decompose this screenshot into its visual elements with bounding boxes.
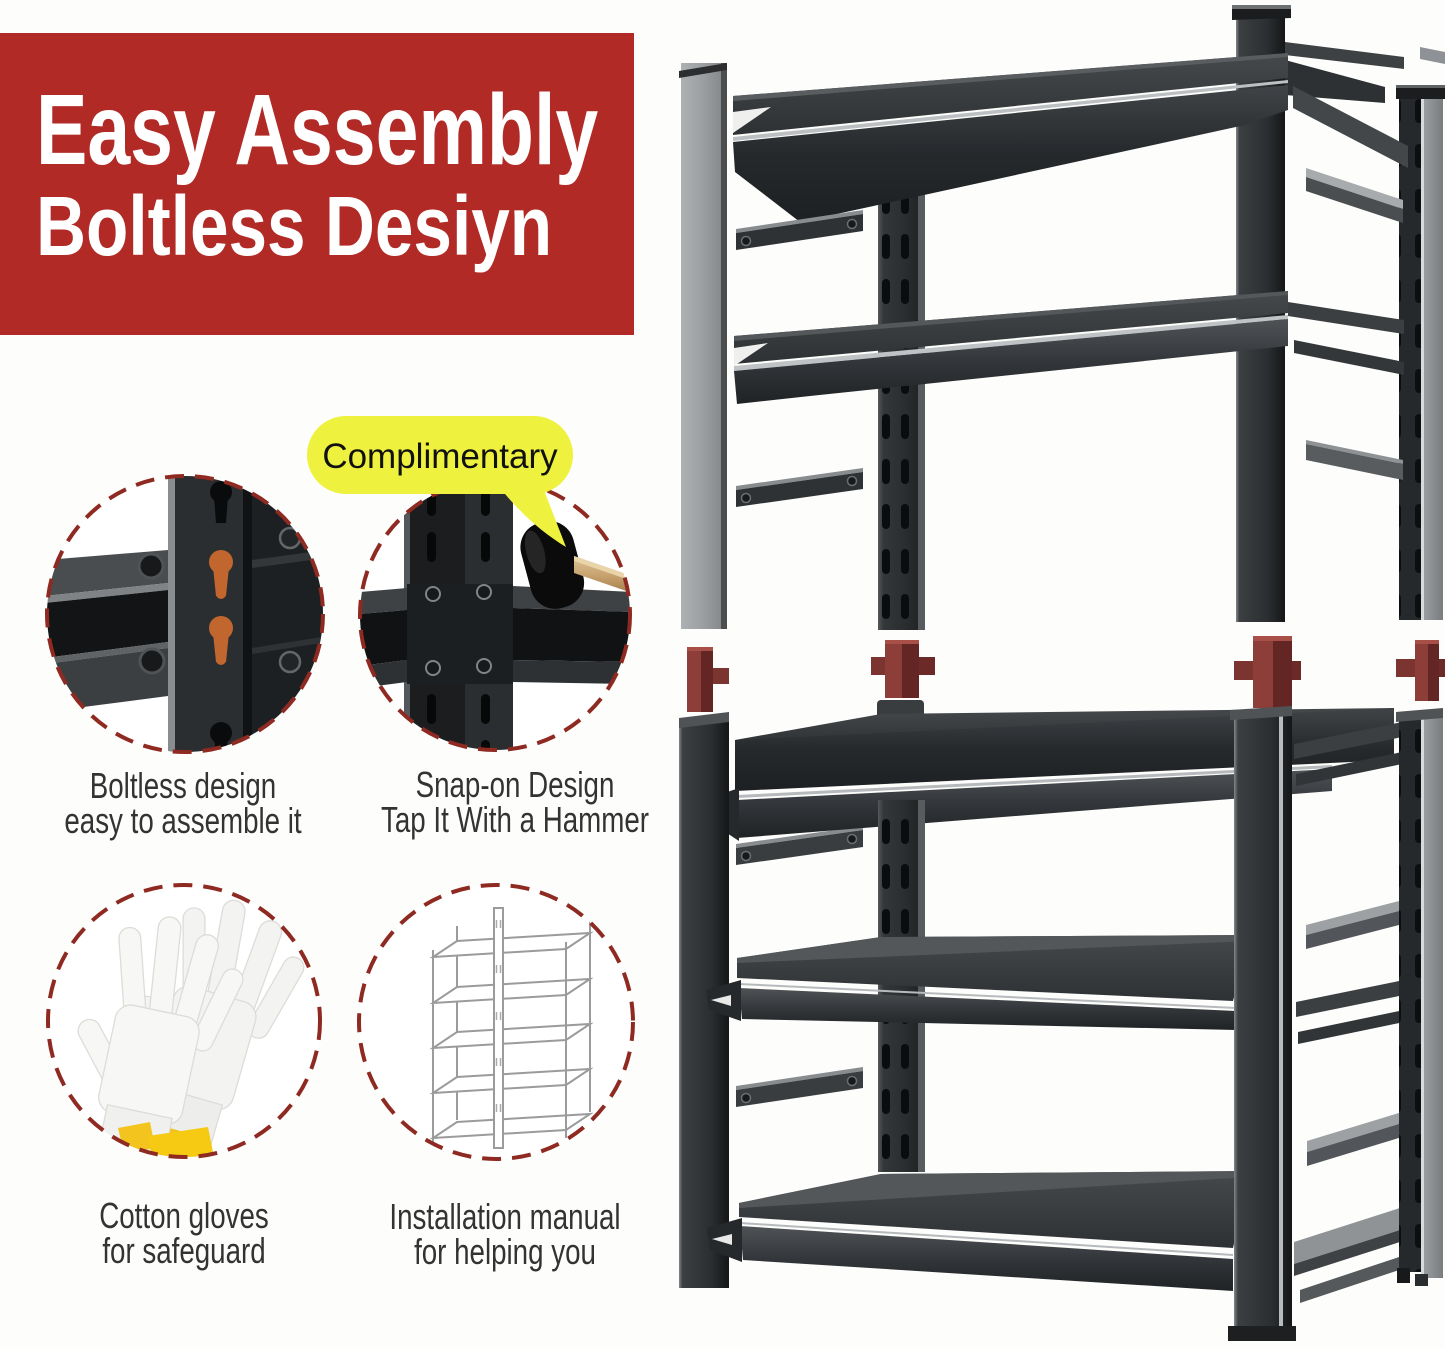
- svg-text:Complimentary: Complimentary: [322, 437, 558, 476]
